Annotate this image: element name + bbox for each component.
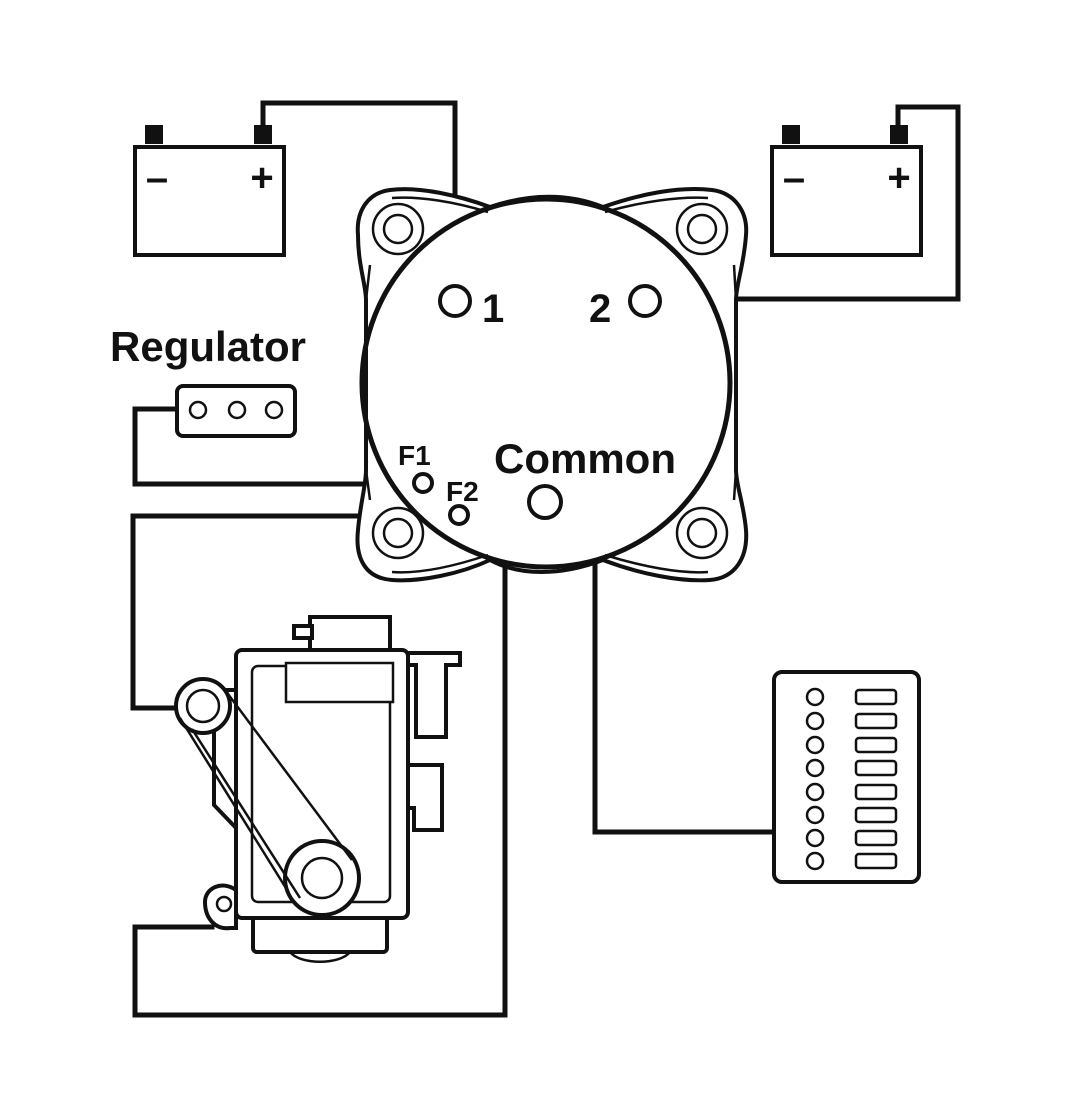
terminal-f2-post <box>448 504 470 526</box>
regulator-label: Regulator <box>110 323 306 370</box>
switch-round-body <box>359 196 733 570</box>
battery-2-plus-sign: + <box>887 156 910 200</box>
panel-light <box>805 805 825 825</box>
engine-oil-pan-bottom <box>289 951 351 963</box>
alternator-pulley-inner <box>185 688 221 724</box>
panel-light <box>805 711 825 731</box>
panel-body <box>772 670 921 884</box>
engine-top-cap-tab <box>292 624 314 640</box>
wire-f2-to-alternator <box>130 513 454 711</box>
wire-regulator-to-f1 <box>132 406 417 487</box>
battery-2-negative-post <box>782 125 800 144</box>
switch-base-inner-outline <box>364 196 738 574</box>
panel-light <box>805 828 825 848</box>
alternator-engine <box>174 615 462 963</box>
terminal-common-label: Common <box>494 435 676 482</box>
panel-light <box>805 735 825 755</box>
crank-pulley-inner <box>300 856 344 900</box>
terminal-2-label: 2 <box>589 287 611 331</box>
engine-right-fitting-lower <box>406 763 444 832</box>
panel-light <box>805 851 825 871</box>
engine-right-fitting-upper <box>406 651 462 739</box>
drive-belt <box>178 685 354 899</box>
panel-switch <box>854 736 898 754</box>
terminal-common-post <box>527 484 563 520</box>
starter-terminal-bolt <box>215 895 233 913</box>
battery-1-body <box>133 145 286 257</box>
mounting-hole-bottom-left <box>371 506 425 560</box>
panel-light <box>805 758 825 778</box>
terminal-f2-label: F2 <box>446 476 479 507</box>
terminal-f1-label: F1 <box>398 440 431 471</box>
terminal-1-label: 1 <box>482 287 504 331</box>
panel-switch <box>854 806 898 824</box>
panel-switch <box>854 688 898 706</box>
battery-1-minus-sign: – <box>146 156 168 200</box>
terminal-1-post <box>438 284 472 318</box>
engine-label-plate <box>284 661 395 704</box>
battery-1: – + <box>133 125 286 257</box>
panel-switch <box>854 783 898 801</box>
mounting-hole-top-left <box>371 202 425 256</box>
regulator-terminal-1 <box>188 400 208 420</box>
battery-1-negative-post <box>145 125 163 144</box>
terminal-2-post <box>628 284 662 318</box>
mounting-hole-top-right <box>675 202 729 256</box>
panel-switch <box>854 829 898 847</box>
regulator: Regulator <box>110 323 306 438</box>
panel-breaker-switches <box>854 688 898 870</box>
panel-switch <box>854 759 898 777</box>
battery-2-body <box>770 145 923 257</box>
regulator-terminal-2 <box>227 400 247 420</box>
battery-switch: 1 2 F1 F2 Common <box>355 186 749 583</box>
engine-top-cap <box>308 615 392 650</box>
distribution-panel <box>772 670 921 884</box>
mounting-hole-bottom-right <box>675 506 729 560</box>
battery-2: – + <box>770 125 923 257</box>
battery-2-positive-post <box>890 125 908 144</box>
panel-light <box>805 687 825 707</box>
wire-battery2-to-terminal2 <box>659 104 961 302</box>
panel-light <box>805 782 825 802</box>
battery-1-positive-post <box>254 125 272 144</box>
battery-2-minus-sign: – <box>783 156 805 200</box>
panel-switch <box>854 712 898 730</box>
panel-switch <box>854 852 898 870</box>
terminal-f1-post <box>412 472 434 494</box>
regulator-terminal-3 <box>264 400 284 420</box>
battery-1-plus-sign: + <box>250 156 273 200</box>
panel-indicator-lights <box>805 687 825 871</box>
